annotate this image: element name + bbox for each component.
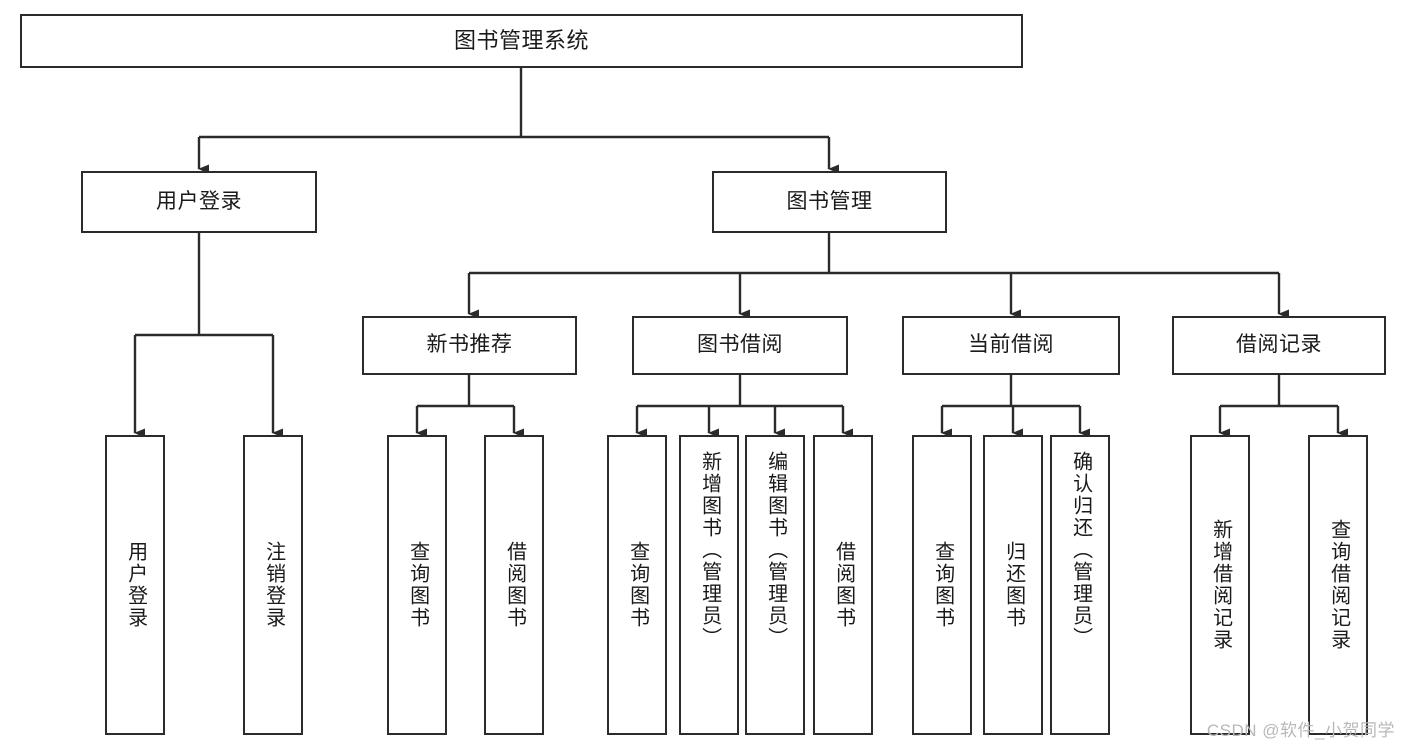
node-label: 查询借阅记录 bbox=[1327, 519, 1350, 651]
node-borrow-record[interactable]: 借阅记录 bbox=[1172, 316, 1386, 375]
node-label: 图书管理系统 bbox=[453, 28, 589, 54]
node-root[interactable]: 图书管理系统 bbox=[20, 14, 1023, 68]
csdn-watermark: CSDN @软件_小贺同学 bbox=[1206, 721, 1395, 740]
node-leaf-logout[interactable]: 注销登录 bbox=[243, 435, 303, 735]
node-leaf-query-book-cur[interactable]: 查询图书 bbox=[912, 435, 972, 735]
node-book-borrow[interactable]: 图书借阅 bbox=[632, 316, 848, 375]
node-label: 借阅图书 bbox=[503, 541, 526, 629]
connector-group bbox=[133, 68, 1348, 438]
node-user-login[interactable]: 用户登录 bbox=[81, 171, 317, 233]
node-label: 注销登录 bbox=[262, 541, 285, 629]
node-leaf-add-borrow-record[interactable]: 新增借阅记录 bbox=[1190, 435, 1250, 735]
node-leaf-borrow-book-rec[interactable]: 借阅图书 bbox=[484, 435, 544, 735]
node-label: 借阅图书 bbox=[832, 541, 855, 629]
node-label: 编辑图书（管理员） bbox=[764, 451, 787, 649]
node-leaf-add-book[interactable]: 新增图书（管理员） bbox=[679, 435, 739, 735]
node-leaf-return-book[interactable]: 归还图书 bbox=[983, 435, 1043, 735]
node-leaf-user-login[interactable]: 用户登录 bbox=[105, 435, 165, 735]
node-current-borrow[interactable]: 当前借阅 bbox=[902, 316, 1120, 375]
node-label: 图书管理 bbox=[786, 189, 873, 213]
node-label: 用户登录 bbox=[124, 541, 147, 629]
node-label: 图书借阅 bbox=[697, 333, 783, 357]
node-label: 查询图书 bbox=[406, 541, 429, 629]
node-leaf-query-book-rec[interactable]: 查询图书 bbox=[387, 435, 447, 735]
node-leaf-confirm-return[interactable]: 确认归还（管理员） bbox=[1050, 435, 1110, 735]
node-leaf-borrow-book[interactable]: 借阅图书 bbox=[813, 435, 873, 735]
node-label: 当前借阅 bbox=[968, 333, 1054, 357]
node-new-book-rec[interactable]: 新书推荐 bbox=[362, 316, 577, 375]
node-book-manage[interactable]: 图书管理 bbox=[712, 171, 947, 233]
node-label: 查询图书 bbox=[931, 541, 954, 629]
node-label: 新增图书（管理员） bbox=[698, 451, 721, 649]
node-label: 归还图书 bbox=[1002, 541, 1025, 629]
node-label: 新书推荐 bbox=[426, 333, 513, 357]
node-label: 用户登录 bbox=[156, 189, 242, 213]
node-label: 借阅记录 bbox=[1236, 333, 1322, 357]
node-label: 查询图书 bbox=[626, 541, 649, 629]
node-leaf-edit-book[interactable]: 编辑图书（管理员） bbox=[745, 435, 805, 735]
node-label: 新增借阅记录 bbox=[1209, 519, 1232, 651]
node-label: 确认归还（管理员） bbox=[1069, 451, 1092, 649]
node-leaf-query-borrow-record[interactable]: 查询借阅记录 bbox=[1308, 435, 1368, 735]
node-leaf-query-book-borrow[interactable]: 查询图书 bbox=[607, 435, 667, 735]
